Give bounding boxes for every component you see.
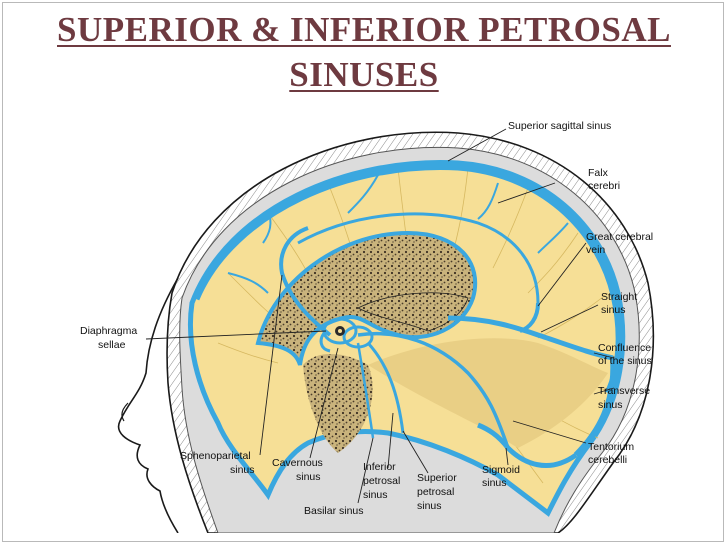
sigmoid-sinus: [477, 422, 578, 468]
leader-lines: [145, 128, 615, 504]
inferior-sagittal-sinus: [297, 212, 540, 304]
label-great-cerebral-vein-1: Great cerebral: [586, 231, 654, 243]
label-basilar-sinus: Basilar sinus: [304, 505, 364, 517]
label-falx-cerebri-2: cerebri: [588, 180, 621, 192]
superior-petrosal-sinus: [357, 331, 510, 449]
label-falx-cerebri-1: Falx: [588, 167, 608, 179]
superior-sagittal-sinus: [192, 163, 623, 395]
inferior-petrosal-sinus: [366, 341, 405, 434]
label-transverse-sinus-2: sinus: [598, 399, 623, 411]
label-cavernous-sinus-2: sinus: [296, 471, 321, 483]
basilar-sinus: [356, 342, 375, 439]
label-transverse-sinus-1: Transverse: [598, 385, 651, 397]
anatomy-figure: Superior sagittal sinus Falx cerebri Gre…: [68, 103, 664, 533]
label-superior-petrosal-2: petrosal: [417, 486, 455, 498]
dural-sinus-illustration: [68, 103, 664, 533]
face-outline: [117, 277, 179, 533]
transverse-sinus: [573, 357, 617, 458]
label-diaphragma-sellae-1: Diaphragma: [80, 325, 138, 337]
label-tentorium-1: Tentorium: [588, 441, 635, 453]
posterior-fossa-dark: [303, 354, 373, 453]
label-confluence-2: of the sinus: [598, 355, 652, 367]
tributary-veins: [227, 174, 569, 294]
label-tentorium-2: cerebelli: [588, 454, 628, 466]
ear-outline: [121, 402, 129, 422]
label-diaphragma-sellae-2: sellae: [98, 339, 126, 351]
label-confluence-1: Confluence: [598, 342, 652, 354]
label-great-cerebral-vein-2: vein: [586, 244, 606, 256]
label-sigmoid-sinus-2: sinus: [482, 477, 507, 489]
label-superior-petrosal-3: sinus: [417, 500, 442, 512]
straight-sinus: [447, 315, 614, 361]
label-inferior-petrosal-3: sinus: [363, 489, 388, 501]
label-straight-sinus-1: Straight: [601, 291, 638, 303]
label-sigmoid-sinus-1: Sigmoid: [482, 464, 520, 476]
label-superior-petrosal-1: Superior: [417, 472, 457, 484]
slide-title-line-2: SINUSES: [289, 55, 439, 94]
tentorium-dark-fold: [357, 292, 469, 332]
label-superior-sagittal-sinus: Superior sagittal sinus: [508, 120, 612, 132]
label-sphenoparietal-sinus-1: Sphenoparietal: [180, 450, 251, 462]
label-straight-sinus-2: sinus: [601, 304, 626, 316]
label-cavernous-sinus-1: Cavernous: [272, 457, 323, 469]
slide-title-line-1: SUPERIOR & INFERIOR PETROSAL: [57, 10, 671, 49]
label-inferior-petrosal-2: petrosal: [363, 475, 401, 487]
tentorium-shade: [368, 338, 608, 448]
label-inferior-petrosal-1: Inferior: [363, 461, 396, 473]
sphenoparietal-sinus: [279, 226, 332, 337]
label-sphenoparietal-sinus-2: sinus: [230, 464, 255, 476]
great-cerebral-vein: [519, 302, 540, 333]
